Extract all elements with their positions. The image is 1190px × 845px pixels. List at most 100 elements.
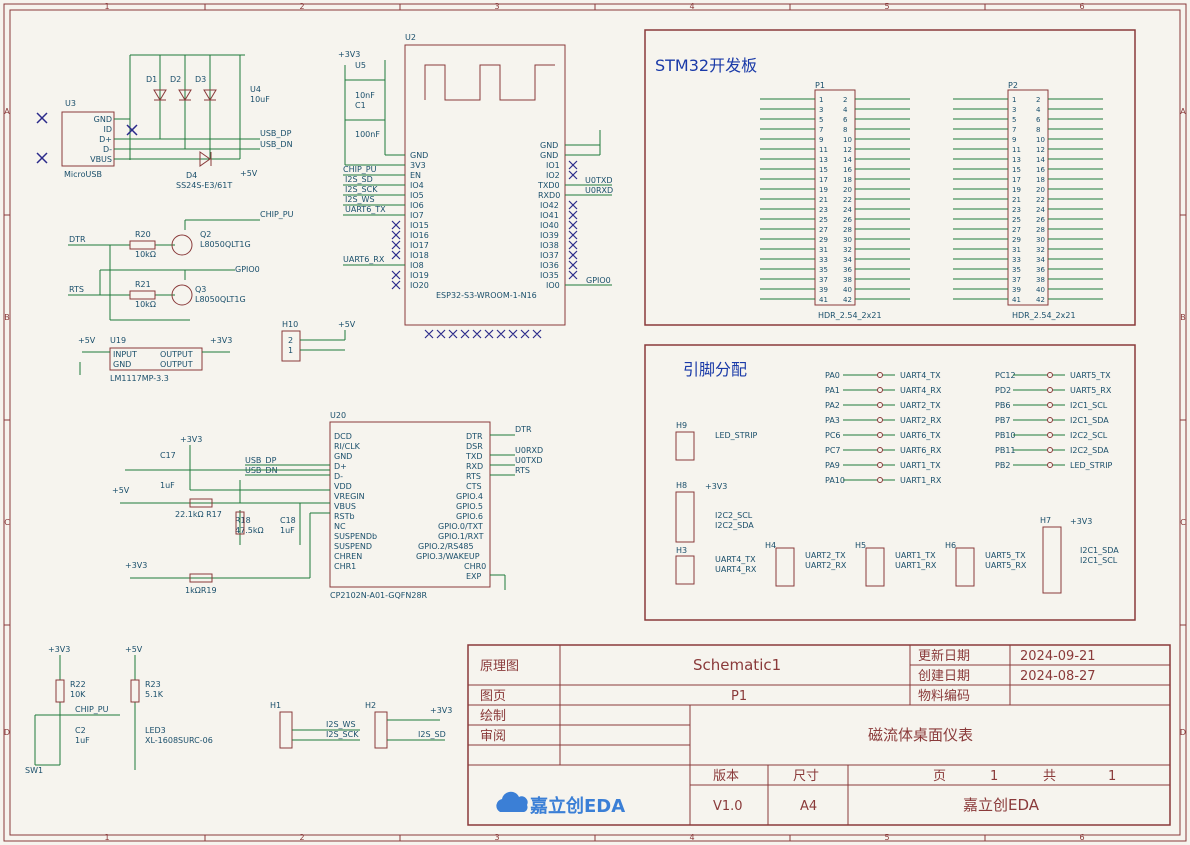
tb-total-num: 1 [1108,769,1116,784]
svg-text:H8: H8 [676,481,687,490]
pin-assign-func: UART6_TX [900,431,941,440]
p2-name: HDR_2.54_2x21 [1012,311,1076,320]
row-label-d: D [4,728,10,737]
svg-text:H6: H6 [945,541,956,550]
pin-assign-node [877,477,883,483]
svg-text:GPIO.3/WAKEUP: GPIO.3/WAKEUP [416,552,480,561]
net-gpio0: GPIO0 [235,265,260,274]
svg-text:I2C1_SCL: I2C1_SCL [1080,556,1118,565]
tb-draw-label: 绘制 [480,709,506,724]
pin-assign-pin: PB7 [995,416,1010,425]
pin-assign-pin: PA0 [825,371,840,380]
label-d2: D2 [170,75,181,84]
svg-text:CHR1: CHR1 [334,562,356,571]
header-pin-number: 17 [1012,176,1021,184]
p1-name: HDR_2.54_2x21 [818,311,882,320]
header-pin-number: 20 [843,186,852,194]
title-block: 原理图 Schematic1 更新日期 2024-09-21 创建日期 2024… [467,644,1171,826]
col-label-2-bottom: 2 [299,833,304,842]
pin-assign-pin: PC12 [995,371,1016,380]
pin-assign-func: UART5_RX [1070,386,1112,395]
tb-material-label: 物料编码 [918,689,970,704]
svg-text:DTR: DTR [515,425,532,434]
svg-text:U0RXD: U0RXD [515,446,543,455]
header-pin-number: 41 [819,296,828,304]
svg-text:VREGIN: VREGIN [334,492,365,501]
header-pin-number: 21 [819,196,828,204]
svg-text:IO4: IO4 [410,181,424,190]
svg-text:XL-1608SURC-06: XL-1608SURC-06 [145,736,213,745]
svg-text:IO17: IO17 [410,241,429,250]
header-pin-number: 37 [819,276,828,284]
cp-3v3: +3V3 [180,435,202,444]
svg-text:UART1_TX: UART1_TX [895,551,936,560]
header-pin-number: 40 [1036,286,1045,294]
tb-updated-label: 更新日期 [918,648,970,664]
label-q2-part: L8050QLT1G [200,240,251,249]
svg-text:I2S_SD: I2S_SD [345,175,373,184]
svg-text:47.5kΩ: 47.5kΩ [235,526,264,535]
col-label-1: 1 [104,2,109,11]
svg-text:GPIO.6: GPIO.6 [456,512,483,521]
header-pin-number: 18 [1036,176,1045,184]
led-5v: +5V [125,645,143,654]
esp-3v3: +3V3 [338,50,360,59]
tb-version: V1.0 [713,799,743,814]
h8-3v3: +3V3 [705,482,727,491]
cp-name: CP2102N-A01-GQFN28R [330,591,428,600]
label-d1: D1 [146,75,157,84]
usb-pin-dm: D- [103,145,112,154]
header-pin-number: 35 [819,266,828,274]
header-pin-number: 34 [843,256,852,264]
svg-text:H10: H10 [282,320,298,329]
header-pin-number: 40 [843,286,852,294]
header-pin-number: 10 [843,136,852,144]
header-pin-number: 26 [1036,216,1045,224]
svg-text:22.1kΩ R17: 22.1kΩ R17 [175,510,222,519]
ldo-ref: U19 [110,336,126,345]
auto-reset-block: DTR RTS R20 10kΩ R21 10kΩ Q2 L8050QLT1G … [68,210,294,321]
col-label-5: 5 [884,2,889,11]
svg-text:IO18: IO18 [410,251,429,260]
svg-text:GPIO.0/TXT: GPIO.0/TXT [438,522,483,531]
usb-name: MicroUSB [64,170,102,179]
col-label-5-bottom: 5 [884,833,889,842]
header-pin-number: 22 [843,196,852,204]
label-r20-val: 10kΩ [135,250,156,259]
svg-text:H3: H3 [676,546,687,555]
ldo-pin-input: INPUT [113,350,137,359]
pin-assign-node [877,432,883,438]
svg-text:IO42: IO42 [540,201,559,210]
svg-text:R23: R23 [145,680,161,689]
pin-assign-node [1047,432,1053,438]
header-pin-number: 42 [1036,296,1045,304]
svg-text:RSTb: RSTb [334,512,355,521]
row-label-a-right: A [1180,107,1186,116]
header-pin-number: 39 [1012,286,1021,294]
label-r21: R21 [135,280,151,289]
svg-text:IO7: IO7 [410,211,424,220]
ldo-pin-gnd: GND [113,360,131,369]
svg-text:10nF: 10nF [355,91,375,100]
usb-pin-gnd: GND [94,115,112,124]
label-r20: R20 [135,230,151,239]
svg-text:UART5_TX: UART5_TX [985,551,1026,560]
header-pin-number: 7 [1012,126,1016,134]
svg-text:GPIO.2/RS485: GPIO.2/RS485 [418,542,474,551]
esp-name: ESP32-S3-WROOM-1-N16 [436,291,537,300]
svg-text:TXD: TXD [465,452,483,461]
svg-text:IO15: IO15 [410,221,429,230]
svg-text:U0RXD: U0RXD [585,186,613,195]
stm32-title: STM32开发板 [655,56,757,75]
pin-assign-pin: PB11 [995,446,1016,455]
pin-assign-pin: PB10 [995,431,1016,440]
svg-text:IO5: IO5 [410,191,424,200]
svg-text:1: 1 [288,346,293,355]
header-pin-number: 16 [843,166,852,174]
pin-assign-func: I2C2_SCL [1070,431,1108,440]
svg-text:R18: R18 [235,516,251,525]
pin-assign-func: UART5_TX [1070,371,1111,380]
header-pin-number: 3 [819,106,823,114]
tb-page-label: 图页 [480,689,506,704]
header-pin-number: 23 [819,206,828,214]
